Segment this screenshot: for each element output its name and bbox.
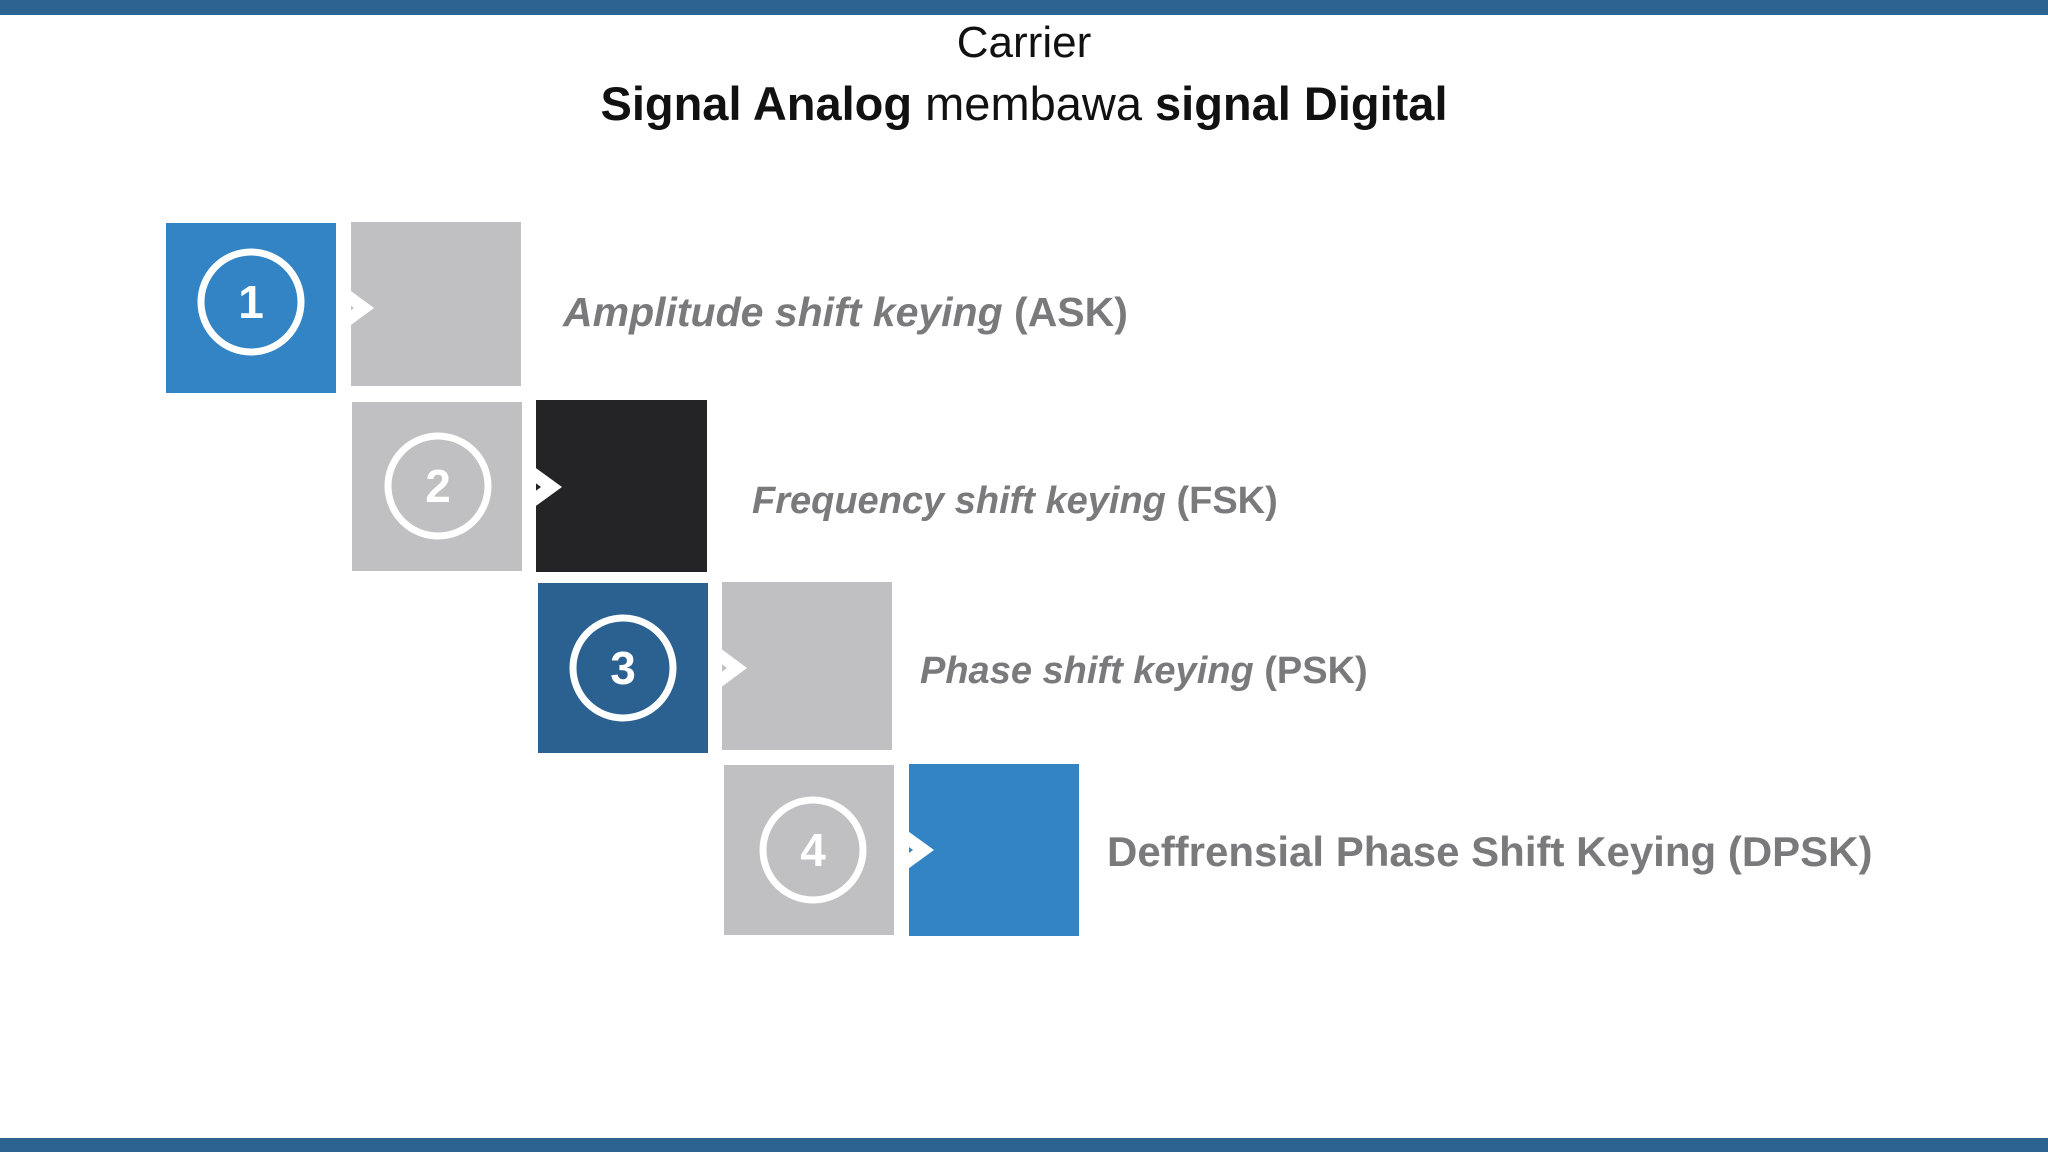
- step-1-abbr: (ASK): [1002, 289, 1128, 335]
- step-1-name: Amplitude shift keying: [563, 289, 1003, 335]
- step-2-number-block: [352, 402, 522, 571]
- step-2-arrow-block: [536, 400, 707, 572]
- step-1-label: Amplitude shift keying (ASK): [563, 289, 1128, 336]
- step-3-number: 3: [610, 642, 636, 694]
- step-1-arrow-chevron: [336, 280, 374, 336]
- step-1-number: 1: [238, 276, 264, 328]
- step-4: 4: [724, 764, 1079, 936]
- step-3-label: Phase shift keying (PSK): [920, 650, 1368, 693]
- step-4-arrow-chevron: [894, 821, 934, 879]
- step-3-name: Phase shift keying: [920, 650, 1254, 692]
- step-2-name: Frequency shift keying: [752, 480, 1166, 522]
- bottom-accent-bar: [0, 1138, 2048, 1152]
- step-2-label: Frequency shift keying (FSK): [752, 480, 1278, 523]
- step-4-arrow-block: [909, 764, 1079, 936]
- step-3-number-circle-icon: [569, 614, 677, 722]
- step-3-arrow-block: [722, 582, 892, 750]
- step-3: 3: [538, 582, 892, 753]
- top-accent-bar: [0, 0, 2048, 15]
- step-2-abbr: (FSK): [1165, 480, 1278, 522]
- step-3-number-block: [538, 583, 708, 753]
- step-2-number-circle-icon: [384, 432, 492, 540]
- subtitle-bold-analog: Signal Analog: [600, 77, 913, 130]
- subtitle-bold-digital: signal Digital: [1155, 77, 1448, 130]
- step-4-number: 4: [800, 824, 826, 876]
- slide-subtitle: Signal Analog membawa signal Digital: [0, 76, 2048, 132]
- step-2-number: 2: [425, 460, 451, 512]
- step-4-name: Deffrensial Phase Shift Keying (DPSK): [1107, 828, 1873, 875]
- step-3-abbr: (PSK): [1253, 650, 1368, 692]
- step-1-arrow-block: [351, 222, 521, 386]
- step-3-arrow-chevron: [708, 639, 747, 697]
- subtitle-connector: membawa: [912, 77, 1156, 130]
- step-2-arrow-chevron: [522, 458, 562, 516]
- step-2: 2: [352, 400, 707, 572]
- slide-title: Carrier: [956, 18, 1092, 67]
- step-1-number-circle-icon: [197, 248, 305, 356]
- step-4-label: Deffrensial Phase Shift Keying (DPSK): [1107, 828, 1873, 876]
- step-4-number-circle-icon: [759, 796, 867, 904]
- step-1: 1: [166, 222, 521, 393]
